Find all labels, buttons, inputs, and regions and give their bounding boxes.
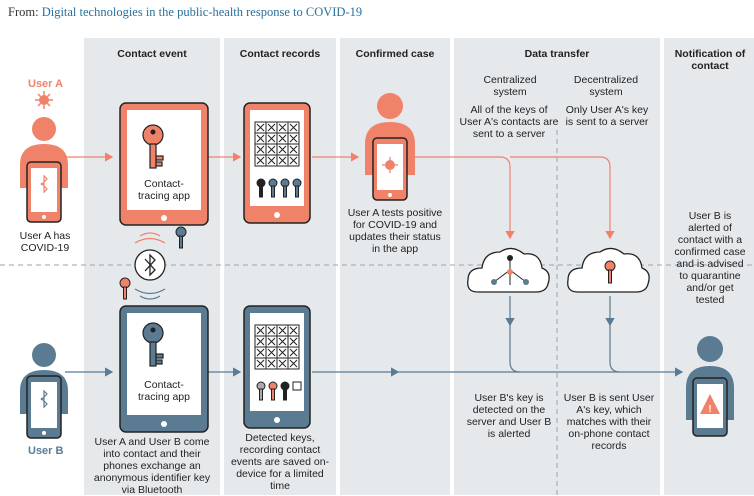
phone-user-b-app [119, 305, 209, 433]
header-contact-records: Contact records [239, 48, 321, 60]
user-a-covid-text: User A has COVID-19 [19, 230, 71, 254]
key-icon [256, 381, 302, 401]
centralized-title: Centralized system [483, 74, 537, 98]
bluetooth-exchange [119, 226, 187, 300]
header-data-transfer: Data transfer [524, 48, 590, 60]
decentralized-result: User B is sent User A's key, which match… [563, 392, 655, 452]
notification-description: User B is alerted of contact with a conf… [674, 210, 746, 306]
cloud-icon-decentralized [567, 247, 650, 293]
decentralized-title: Decentralized system [573, 74, 639, 98]
phone-records-bottom [243, 305, 311, 429]
key-icon [142, 124, 164, 169]
calendar-grid-icon [254, 324, 300, 370]
app-label-top: Contact-tracing app [138, 178, 190, 202]
source-title-link[interactable]: Digital technologies in the public-healt… [41, 5, 363, 19]
user-a-label: User A [28, 78, 64, 90]
calendar-grid-icon [254, 121, 300, 167]
phone-records-top [243, 102, 311, 224]
virus-icon [35, 91, 53, 109]
key-icon [604, 260, 616, 284]
key-icon [256, 178, 302, 198]
confirmed-case-person-icon [365, 93, 415, 201]
centralized-description: All of the keys of User A's contacts are… [459, 104, 559, 140]
key-icon [142, 322, 164, 367]
bottom-flow-arrows [65, 296, 684, 377]
header-contact-event: Contact event [117, 48, 187, 60]
user-b-person-icon [20, 343, 68, 439]
contact-event-description: User A and User B come into contact and … [93, 436, 211, 496]
top-flow-arrows [65, 152, 615, 240]
app-label-bottom: Contact-tracing app [138, 379, 190, 403]
cloud-icon-centralized [467, 247, 550, 293]
user-b-label: User B [28, 445, 64, 457]
source-from-label: From: [8, 5, 39, 19]
confirmed-description: User A tests positive for COVID-19 and u… [347, 207, 443, 255]
warning-icon [700, 394, 720, 414]
virus-icon [382, 157, 398, 173]
key-icon [175, 226, 187, 249]
user-a-person-icon [20, 117, 68, 223]
header-confirmed-case: Confirmed case [355, 48, 435, 60]
key-icon [119, 277, 131, 300]
centralized-result: User B's key is detected on the server a… [466, 392, 552, 440]
svg-text:!: ! [708, 404, 711, 415]
records-description: Detected keys, recording contact events … [230, 432, 330, 492]
header-notification: Notification of contact [674, 48, 746, 72]
decentralized-description: Only User A's key is sent to a server [565, 104, 649, 128]
phone-user-a-app [119, 102, 209, 226]
source-line: From: Digital technologies in the public… [8, 5, 362, 20]
notified-person-icon: ! [686, 336, 734, 437]
